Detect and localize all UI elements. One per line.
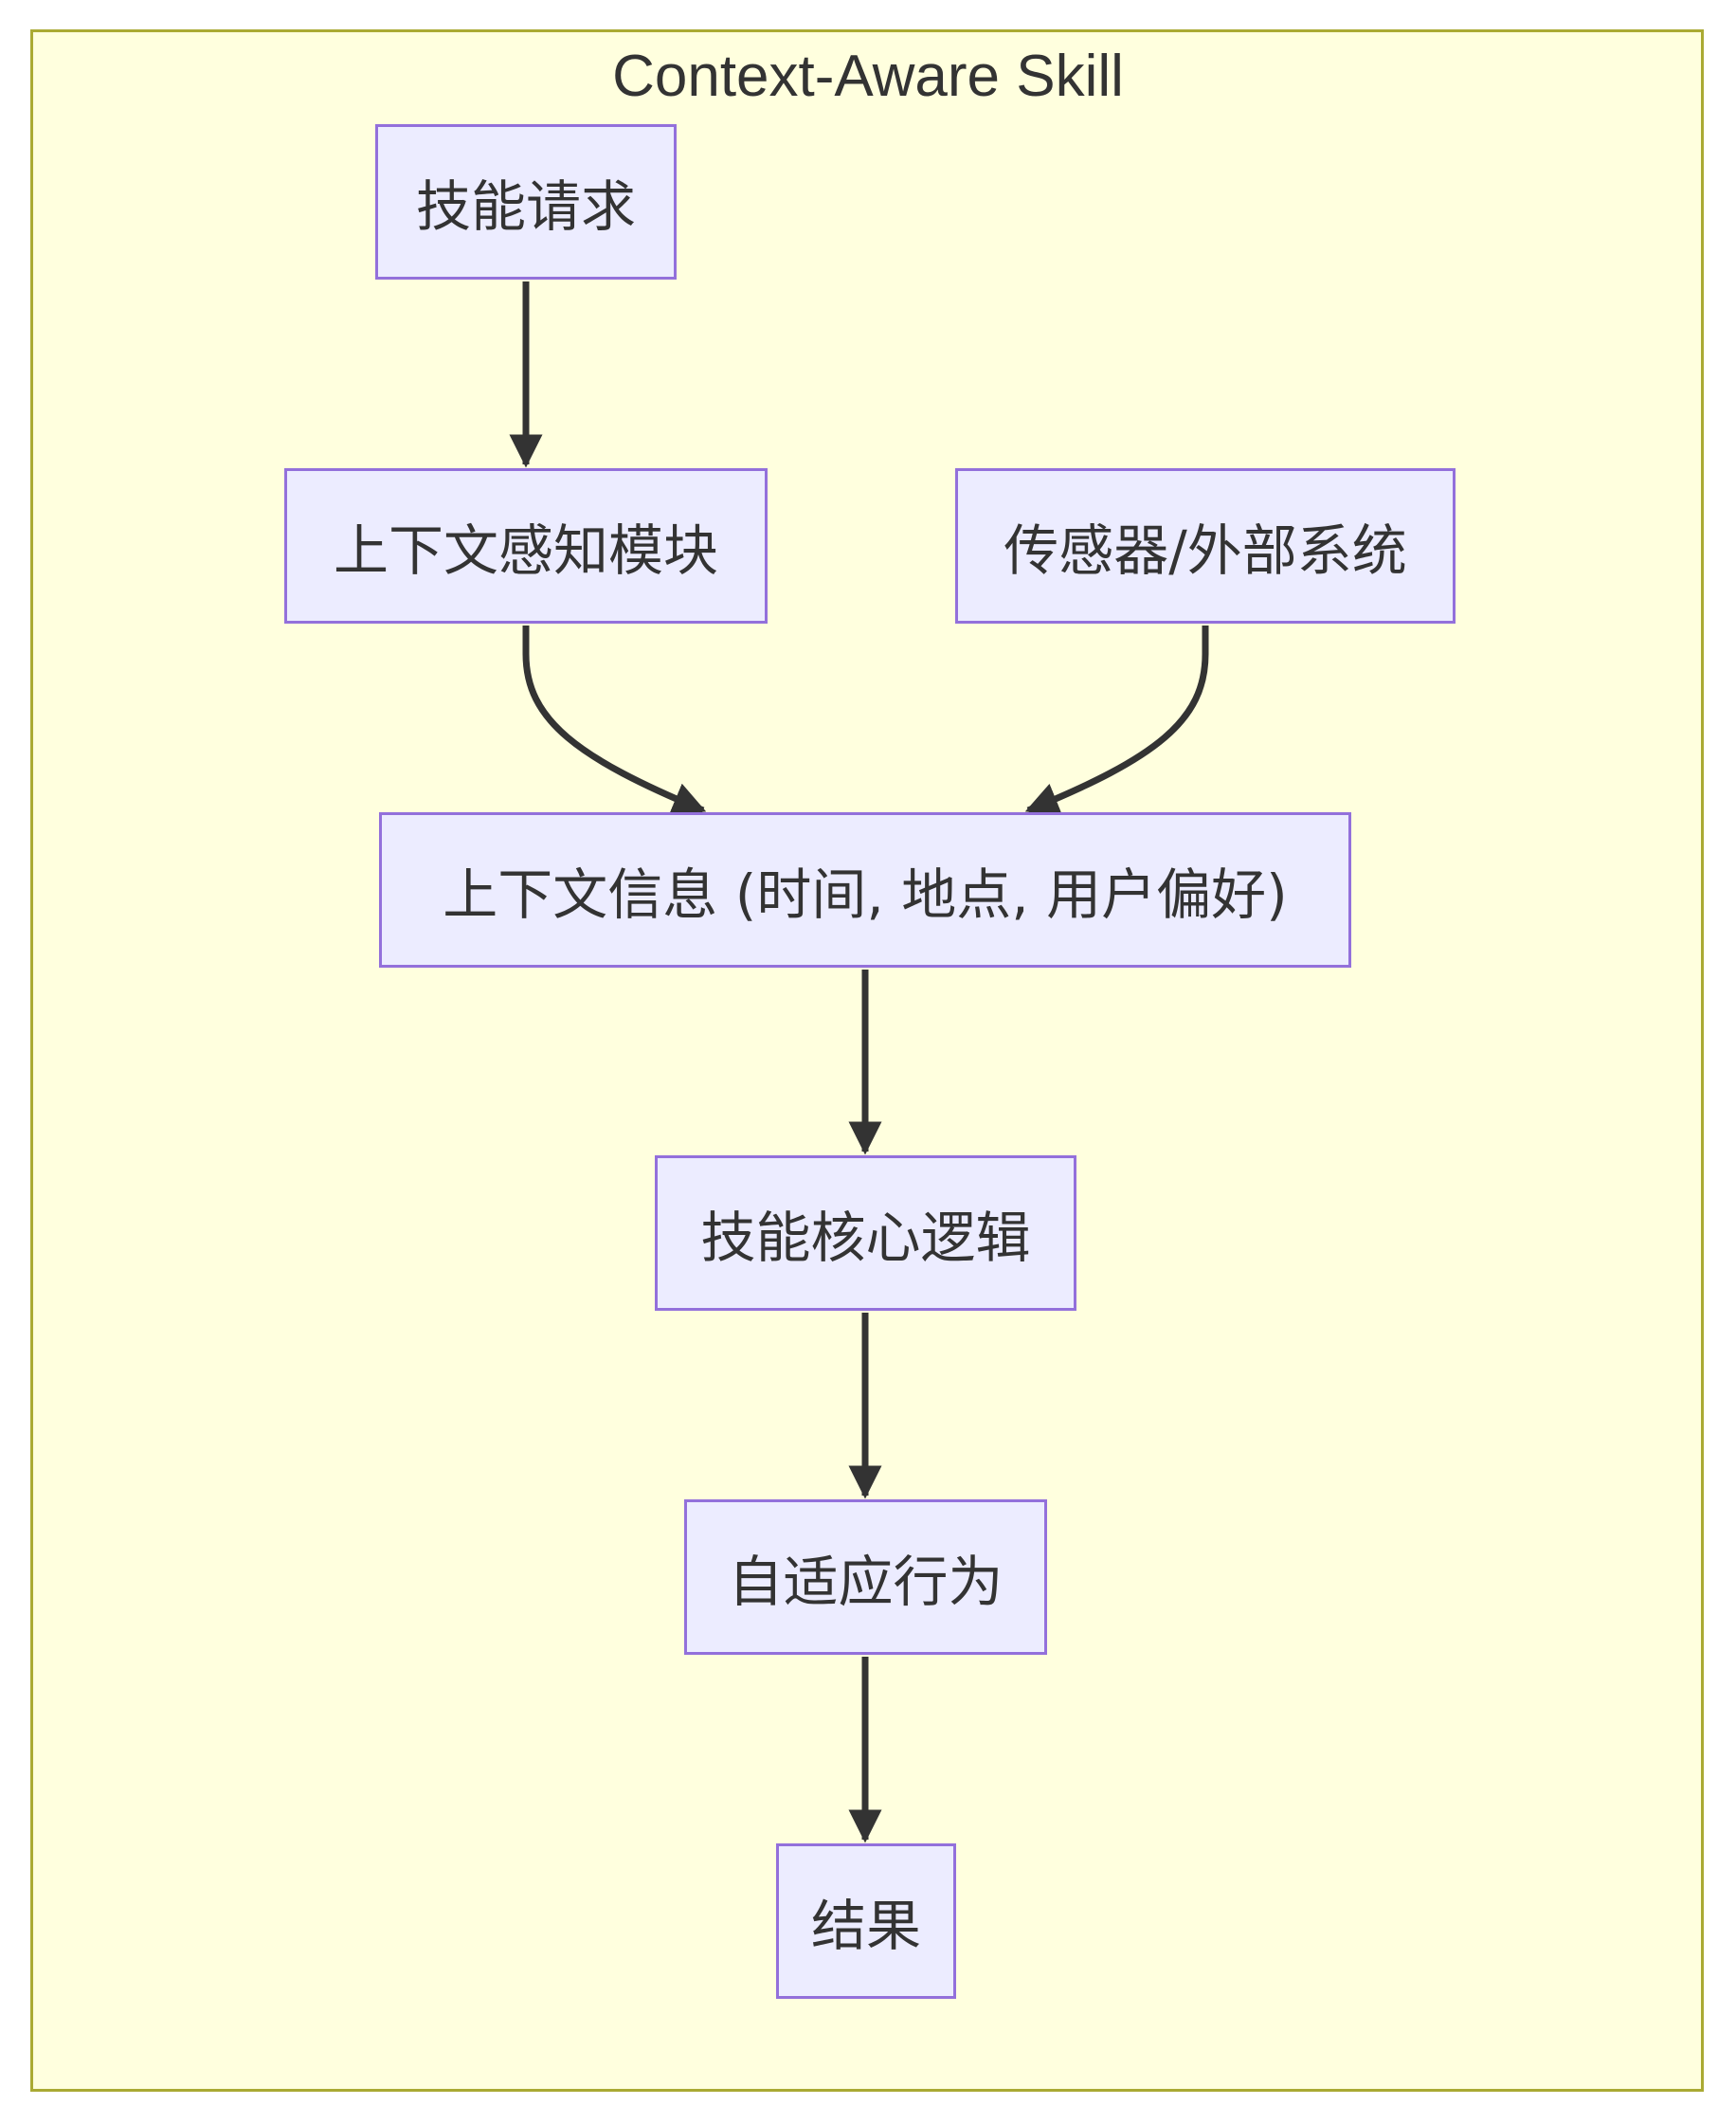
edge-sensors-to-context-info xyxy=(1024,626,1209,815)
node-result: 结果 xyxy=(776,1843,956,1999)
node-skill-request-label: 技能请求 xyxy=(415,174,636,239)
node-sensors-label: 传感器/外部系统 xyxy=(1004,518,1407,583)
node-core-logic-label: 技能核心逻辑 xyxy=(700,1206,1031,1270)
node-core-logic: 技能核心逻辑 xyxy=(655,1155,1076,1311)
node-skill-request: 技能请求 xyxy=(375,124,677,280)
edge-context-module-to-context-info xyxy=(522,626,707,815)
node-context-info-label: 上下文信息 (时间, 地点, 用户偏好) xyxy=(443,862,1288,927)
node-sensors-external-systems: 传感器/外部系统 xyxy=(955,468,1456,624)
node-context-module: 上下文感知模块 xyxy=(284,468,768,624)
cluster-title: Context-Aware Skill xyxy=(612,44,1124,109)
node-context-module-label: 上下文感知模块 xyxy=(333,518,718,583)
node-adaptive-behavior-label: 自适应行为 xyxy=(728,1550,1004,1614)
node-adaptive-behavior: 自适应行为 xyxy=(684,1499,1047,1655)
node-result-label: 结果 xyxy=(810,1894,921,1958)
node-context-info: 上下文信息 (时间, 地点, 用户偏好) xyxy=(379,812,1351,968)
